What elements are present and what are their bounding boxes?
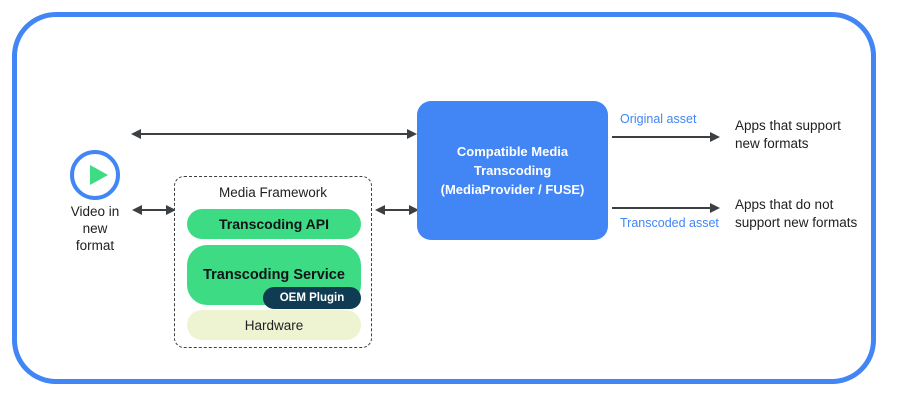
media-framework-title: Media Framework — [218, 185, 328, 200]
arrow-original-asset-line — [612, 136, 712, 138]
play-circle-icon — [70, 150, 120, 200]
arrow-video-to-framework-line — [142, 209, 166, 211]
apps-no-support-new-formats-label: Apps that do not support new formats — [735, 196, 857, 232]
hardware-box[interactable]: Hardware — [187, 310, 361, 340]
arrow-transcoded-asset-head — [710, 202, 720, 213]
arrow-framework-to-transcoding-head-left — [375, 204, 385, 215]
cmt-line-2: Transcoding — [473, 163, 552, 178]
apps-support-line-2: new formats — [735, 136, 809, 151]
arrow-video-to-transcoding-head-left — [131, 128, 141, 139]
apps-support-line-1: Apps that support — [735, 118, 841, 133]
apps-support-new-formats-label: Apps that support new formats — [735, 117, 841, 153]
video-caption-line-3: format — [75, 238, 115, 253]
apps-no-support-line-2: support new formats — [735, 215, 858, 230]
apps-no-support-line-1: Apps that do not — [735, 197, 834, 212]
arrow-framework-to-transcoding-line — [385, 209, 409, 211]
arrow-video-to-transcoding-line — [141, 133, 413, 135]
play-triangle-icon — [90, 165, 108, 185]
video-caption-line-2: new — [82, 221, 108, 236]
video-caption-line-1: Video in — [70, 204, 120, 219]
compatible-media-transcoding-box[interactable]: Compatible Media Transcoding (MediaProvi… — [417, 101, 608, 240]
original-asset-label: Original asset — [620, 112, 697, 126]
oem-plugin-badge[interactable]: OEM Plugin — [263, 287, 361, 309]
arrow-video-to-framework-head-left — [132, 204, 142, 215]
arrow-original-asset-head — [710, 131, 720, 142]
video-source-caption: Video in new format — [45, 203, 145, 254]
transcoding-api-box[interactable]: Transcoding API — [187, 209, 361, 239]
arrow-video-to-framework-head-right — [166, 204, 176, 215]
media-framework-group: Media Framework Transcoding API Transcod… — [174, 176, 372, 348]
cmt-line-1: Compatible Media — [456, 144, 569, 159]
transcoded-asset-label: Transcoded asset — [620, 216, 719, 230]
arrow-framework-to-transcoding-head-right — [409, 204, 419, 215]
arrow-transcoded-asset-line — [612, 207, 712, 209]
arrow-video-to-transcoding-head-right — [407, 128, 417, 139]
cmt-line-3: (MediaProvider / FUSE) — [440, 182, 585, 197]
